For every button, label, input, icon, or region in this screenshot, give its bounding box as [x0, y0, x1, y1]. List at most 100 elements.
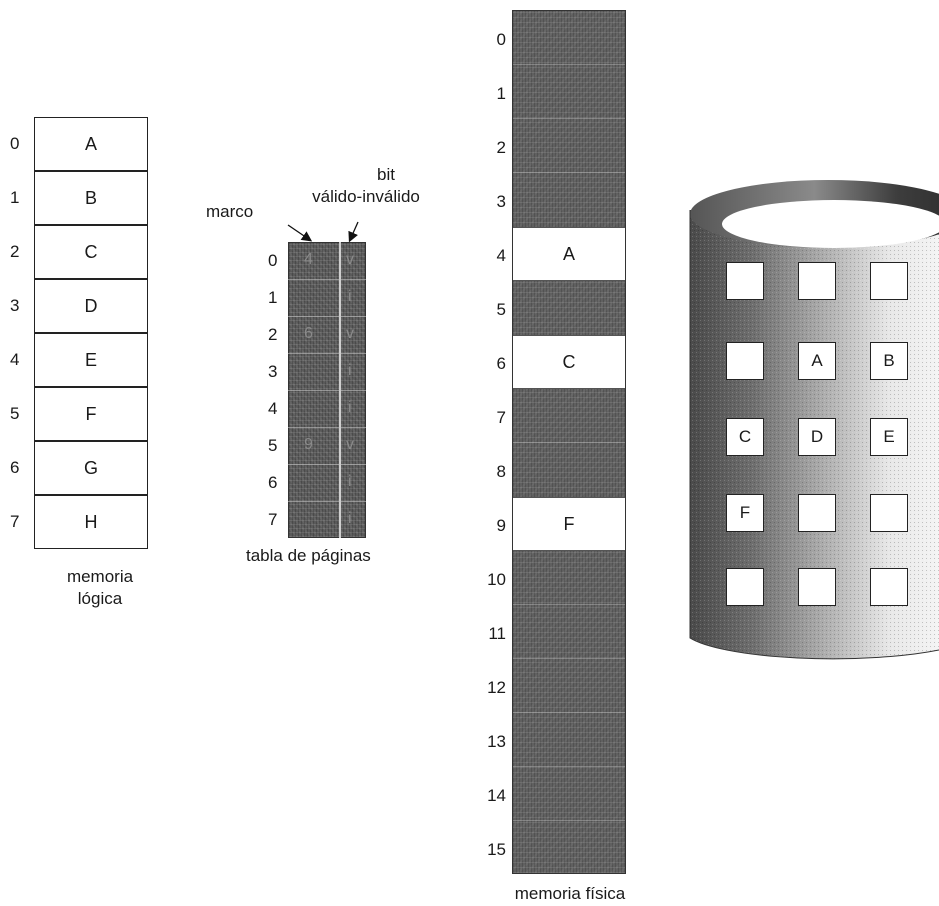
disk-block: [726, 262, 764, 300]
physical-row-line: [513, 118, 625, 119]
page-table-bit: i: [348, 362, 352, 380]
physical-row-line: [513, 658, 625, 659]
logical-index: 7: [10, 495, 19, 549]
disk-block: [798, 494, 836, 532]
page-table-bit: v: [346, 325, 354, 343]
physical-frame-index: 5: [470, 300, 506, 320]
logical-page-cell: G: [34, 441, 148, 495]
physical-frame-index: 13: [470, 732, 506, 752]
disk-block: [870, 568, 908, 606]
logical-memory-caption: memoria lógica: [40, 566, 160, 610]
physical-frame-index: 7: [470, 408, 506, 428]
logical-row: 3 D: [0, 279, 160, 333]
page-table-index: 3: [268, 362, 288, 382]
page-table-bit: i: [348, 288, 352, 306]
page-table-row-line: [288, 279, 366, 280]
physical-frame-index: 9: [470, 516, 506, 536]
logical-row: 1 B: [0, 171, 160, 225]
disk-block: C: [726, 418, 764, 456]
page-table-row-line: [288, 353, 366, 354]
page-table-index: 0: [268, 251, 288, 271]
disk-block: B: [870, 342, 908, 380]
page-table-row-line: [288, 501, 366, 502]
physical-frame-index: 2: [470, 138, 506, 158]
page-table-row-line: [288, 316, 366, 317]
disk-top-opening: [722, 200, 939, 248]
disk-block: [870, 494, 908, 532]
physical-frame-index: 14: [470, 786, 506, 806]
valid-bit-label-line2: válido-inválido: [286, 186, 446, 208]
disk-block: [870, 262, 908, 300]
logical-page-cell: A: [34, 117, 148, 171]
page-table-caption: tabla de páginas: [246, 546, 371, 566]
physical-frame-index: 11: [470, 624, 506, 644]
disk-block: [726, 568, 764, 606]
valid-bit-label-line1: bit: [286, 164, 446, 186]
logical-row: 0 A: [0, 117, 160, 171]
page-table-frame: 9: [304, 436, 313, 454]
page-table-index: 2: [268, 325, 288, 345]
page-table-index: 5: [268, 436, 288, 456]
logical-index: 6: [10, 441, 19, 495]
page-table-bit: i: [348, 473, 352, 491]
physical-frame-index: 3: [470, 192, 506, 212]
physical-frame-loaded: A: [513, 227, 625, 281]
page-table-frame: 4: [304, 251, 313, 269]
disk-block: [798, 262, 836, 300]
physical-row-line: [513, 172, 625, 173]
logical-caption-line1: memoria: [40, 566, 160, 588]
physical-frame-loaded: F: [513, 497, 625, 551]
logical-page-cell: F: [34, 387, 148, 441]
logical-index: 4: [10, 333, 19, 387]
bit-column-arrow: [350, 222, 358, 240]
physical-row-line: [513, 766, 625, 767]
logical-page-cell: C: [34, 225, 148, 279]
page-table-index: 6: [268, 473, 288, 493]
physical-memory-caption: memoria física: [510, 884, 630, 904]
page-table-row-line: [288, 390, 366, 391]
physical-frame-index: 15: [470, 840, 506, 860]
logical-index: 3: [10, 279, 19, 333]
frame-label: marco: [206, 202, 253, 222]
physical-frame-index: 1: [470, 84, 506, 104]
disk-block: D: [798, 418, 836, 456]
frame-column-arrow: [288, 225, 310, 240]
physical-row-line: [513, 712, 625, 713]
page-table-index: 1: [268, 288, 288, 308]
physical-row-line: [513, 604, 625, 605]
disk-cylinder: A B C D E F: [688, 180, 939, 680]
physical-frame-index: 10: [470, 570, 506, 590]
physical-frame-index: 8: [470, 462, 506, 482]
physical-frame-index: 4: [470, 246, 506, 266]
logical-page-cell: B: [34, 171, 148, 225]
page-table-row-line: [288, 427, 366, 428]
logical-page-cell: E: [34, 333, 148, 387]
page-table-bit: i: [348, 510, 352, 528]
page-table-index: 4: [268, 399, 288, 419]
logical-index: 1: [10, 171, 19, 225]
logical-index: 2: [10, 225, 19, 279]
physical-frame-index: 0: [470, 30, 506, 50]
logical-page-cell: D: [34, 279, 148, 333]
logical-row: 6 G: [0, 441, 160, 495]
logical-index: 0: [10, 117, 19, 171]
disk-block: [726, 342, 764, 380]
physical-frame-loaded: C: [513, 335, 625, 389]
page-table-bit: v: [346, 436, 354, 454]
page-table-bit: i: [348, 399, 352, 417]
disk-block: A: [798, 342, 836, 380]
logical-row: 5 F: [0, 387, 160, 441]
logical-index: 5: [10, 387, 19, 441]
page-table-bit: v: [346, 251, 354, 269]
physical-row-line: [513, 442, 625, 443]
page-table-frame: 6: [304, 325, 313, 343]
physical-row-line: [513, 64, 625, 65]
logical-row: 4 E: [0, 333, 160, 387]
logical-caption-line2: lógica: [40, 588, 160, 610]
disk-block: F: [726, 494, 764, 532]
physical-row-line: [513, 820, 625, 821]
disk-block: E: [870, 418, 908, 456]
logical-row: 2 C: [0, 225, 160, 279]
physical-frame-index: 12: [470, 678, 506, 698]
valid-bit-label: bit válido-inválido: [286, 164, 446, 208]
